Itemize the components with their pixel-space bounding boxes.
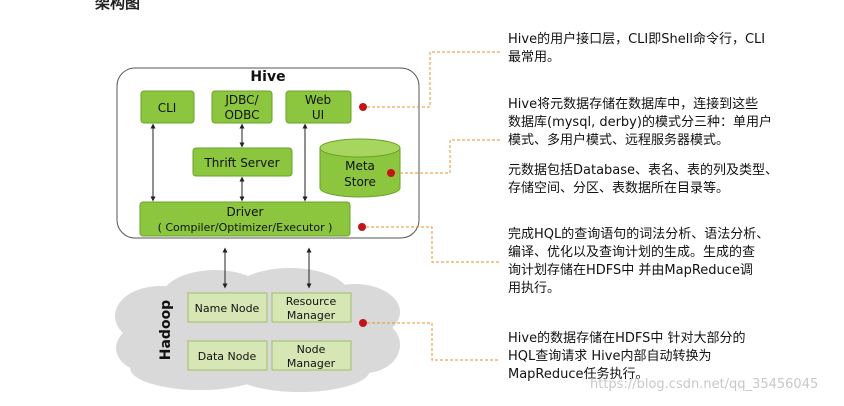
bullet-marker	[359, 319, 367, 327]
jdbc-label: JDBC/	[224, 93, 259, 107]
data-node-label: Data Node	[198, 350, 257, 363]
metastore-cylinder	[319, 138, 401, 198]
node-label: Node	[297, 343, 326, 356]
description-driver: 完成HQL的查询语句的词法分析、语法分析、 编译、优化以及查询计划的生成。生成的…	[508, 227, 770, 296]
driver-box	[139, 201, 351, 237]
description-hadoop: Hive的数据存储在HDFS中 针对大部分的 HQL查询请求 Hive内部自动转…	[508, 331, 746, 382]
bullet-marker	[359, 103, 367, 111]
ui-label: UI	[312, 108, 324, 122]
resource-label: Resource	[286, 295, 337, 308]
bullet-marker	[358, 223, 366, 231]
odbc-label: ODBC	[224, 108, 259, 122]
description-user-interface: Hive的用户接口层，CLI即Shell命令行，CLI 最常用。	[508, 32, 766, 65]
description-metadata: 元数据包括Database、表名、表的列及类型、 存储空间、分区、表数据所在目录…	[508, 163, 779, 196]
store-label: Store	[344, 175, 376, 189]
description-metastore: Hive将元数据存储在数据库中，连接到这些 数据库(mysql, derby)的…	[508, 97, 772, 148]
thrift-server-box	[192, 147, 293, 177]
section-heading: 架构图	[95, 0, 141, 12]
cli-label: CLI	[158, 101, 177, 115]
manager-label: Manager	[287, 309, 336, 322]
name-node-label: Name Node	[195, 302, 260, 315]
meta-label: Meta	[345, 159, 375, 173]
data-node-box	[187, 340, 268, 371]
web-ui-box	[285, 90, 352, 124]
bullet-marker	[387, 169, 395, 177]
leader-lines	[366, 51, 500, 361]
hive-title: Hive	[250, 69, 285, 85]
web-label: Web	[305, 93, 331, 107]
name-node-box	[187, 292, 268, 323]
node-manager-label: Manager	[287, 357, 336, 370]
hadoop-label: Hadoop	[158, 300, 174, 360]
cli-box	[140, 90, 195, 124]
connector-arrows	[150, 123, 312, 289]
thrift-label: Thrift Server	[203, 156, 279, 170]
jdbc-odbc-box	[211, 90, 273, 124]
watermark: https://blog.csdn.net/qq_35456045	[590, 377, 819, 392]
driver-label: Driver	[227, 205, 264, 219]
resource-manager-box	[271, 292, 352, 323]
node-manager-box	[271, 340, 352, 371]
driver-subtitle: ( Compiler/Optimizer/Executor )	[158, 221, 333, 234]
